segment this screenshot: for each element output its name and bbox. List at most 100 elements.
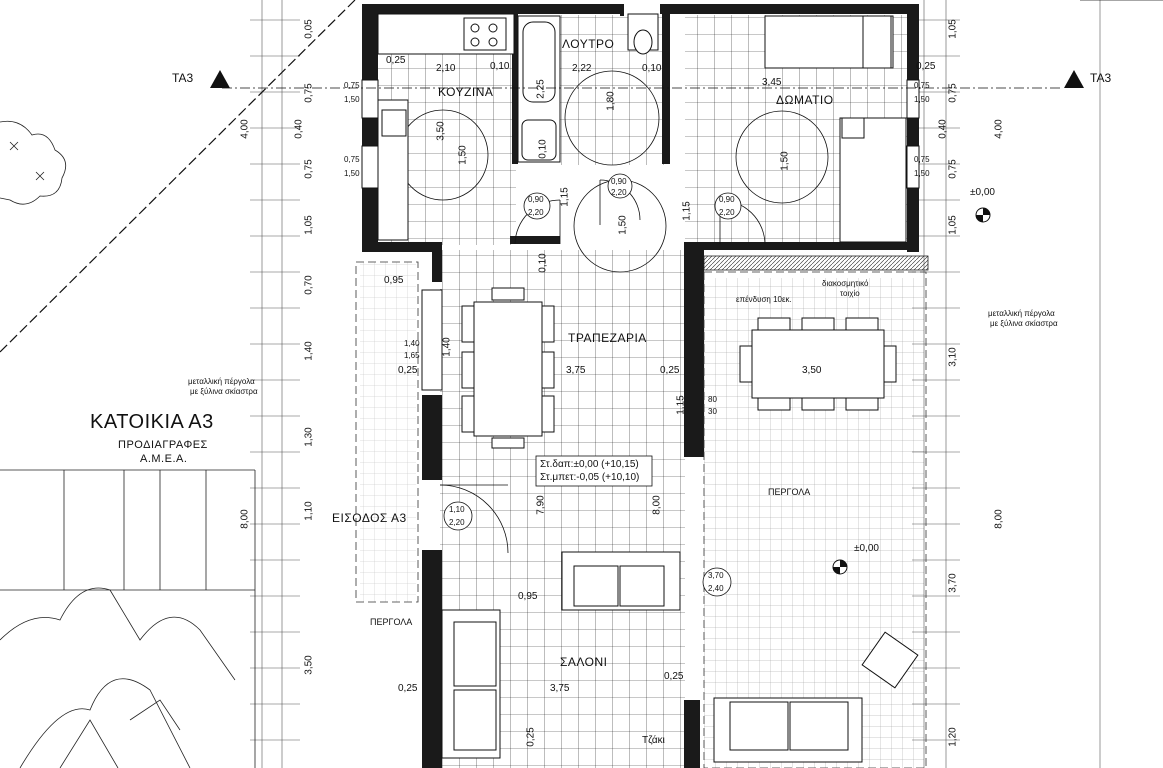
dim-label: 0,25 bbox=[660, 365, 680, 376]
section-marker-left-icon bbox=[210, 70, 230, 88]
vdim-label: 8,00 bbox=[993, 509, 1005, 529]
vdim-label: 1,15 bbox=[559, 187, 571, 207]
dim-label: 0,25 bbox=[398, 365, 418, 376]
dining-table bbox=[461, 287, 555, 449]
dim-label: 80 bbox=[708, 395, 717, 404]
paving-grid bbox=[250, 0, 1101, 768]
dim-label: 3,50 bbox=[802, 365, 822, 376]
dim-label: 2,10 bbox=[436, 63, 456, 74]
vdim-label: 4,00 bbox=[239, 119, 251, 139]
note-pergola-left: μεταλλική πέργολα bbox=[188, 377, 255, 386]
bathroom-fixtures bbox=[517, 13, 659, 163]
decorative-wall bbox=[703, 255, 929, 271]
level-mark-1: ±0,00 bbox=[970, 187, 995, 198]
dim-label: 0,75 bbox=[344, 155, 360, 164]
door-tag-5-width: 3,70 bbox=[708, 571, 724, 580]
dim-label: 0,10 bbox=[642, 63, 662, 74]
level-marker-icon bbox=[832, 207, 991, 575]
vdim-label: 0,75 bbox=[303, 83, 315, 103]
dim-label: 0,25 bbox=[398, 683, 418, 694]
windows bbox=[361, 79, 920, 391]
garden-area bbox=[0, 469, 256, 768]
vdim-label: 1,80 bbox=[605, 91, 617, 111]
label-pergola-right: ΠΕΡΓΟΛΑ bbox=[768, 487, 811, 497]
door-tag-4-height: 2,20 bbox=[449, 518, 465, 527]
vdim-label: 1,05 bbox=[947, 215, 959, 235]
door-tag-5-height: 2,40 bbox=[708, 584, 724, 593]
dim-label: 0,75 bbox=[914, 81, 930, 90]
entrance-pergola-floor bbox=[360, 262, 416, 602]
project-subtitle-2: Α.Μ.Ε.Α. bbox=[140, 453, 188, 465]
level-mark-2: ±0,00 bbox=[854, 543, 879, 554]
vdim-label: 1,20 bbox=[947, 727, 959, 747]
note-pergola-right: μεταλλική πέργολα bbox=[988, 309, 1055, 318]
vdim-label: 1,50 bbox=[779, 151, 791, 171]
dim-label: 1,50 bbox=[914, 95, 930, 104]
vdim-label: 8,00 bbox=[239, 509, 251, 529]
door-tag-4-width: 1,10 bbox=[449, 505, 465, 514]
vdim-label: 1,50 bbox=[457, 145, 469, 165]
dim-label: 0,25 bbox=[386, 55, 406, 66]
room-living: ΣΑΛΟΝΙ bbox=[560, 655, 608, 669]
vdim-label: 1,40 bbox=[441, 337, 453, 357]
note-cladding: επένδυση 10εκ. bbox=[736, 295, 792, 304]
dim-label: 0,25 bbox=[664, 671, 684, 682]
door-tag-1-width: 0,90 bbox=[528, 195, 544, 204]
dim-label: 0,25 bbox=[916, 61, 936, 72]
section-label-right: ΤΑ3 bbox=[1090, 71, 1112, 85]
dim-label: 3,45 bbox=[762, 77, 782, 88]
room-bathroom: ΛΟΥΤΡΟ bbox=[562, 37, 615, 51]
vdim-label: 0,05 bbox=[303, 19, 315, 39]
vdim-label: 1,30 bbox=[303, 427, 315, 447]
door-tag-1-height: 2,20 bbox=[528, 208, 544, 217]
dim-label: 1,50 bbox=[344, 169, 360, 178]
vdim-label: 8,00 bbox=[651, 495, 663, 515]
label-pergola-left: ΠΕΡΓΟΛΑ bbox=[370, 617, 413, 627]
note-pergola-right-2: με ξύλινα σκίαστρα bbox=[990, 319, 1058, 328]
dim-label: 3,75 bbox=[566, 365, 586, 376]
vdim-label: 3,70 bbox=[947, 573, 959, 593]
vdim-label: 1,10 bbox=[303, 501, 315, 521]
pergola-outline bbox=[355, 261, 927, 768]
tree-icon bbox=[0, 120, 67, 205]
note-decorative-wall-2: τοιχίο bbox=[840, 289, 860, 298]
room-bedroom: ΔΩΜΑΤΙΟ bbox=[776, 93, 834, 107]
vdim-label: 0,25 bbox=[525, 727, 537, 747]
vdim-label: 0,75 bbox=[947, 159, 959, 179]
dim-label: 0,95 bbox=[518, 591, 538, 602]
walls bbox=[362, 4, 919, 768]
vdim-label: 3,10 bbox=[947, 347, 959, 367]
door-tag-3-width: 0,90 bbox=[611, 177, 627, 186]
dim-label: 1,50 bbox=[344, 95, 360, 104]
project-title: ΚΑΤΟΙΚΙΑ Α3 bbox=[90, 411, 214, 433]
note-decorative-wall: διακοσμητικό bbox=[822, 279, 869, 288]
dim-label: 1,65 bbox=[404, 351, 420, 360]
note-pergola-left-2: με ξύλινα σκίαστρα bbox=[190, 387, 258, 396]
dim-label: 0,75 bbox=[914, 155, 930, 164]
vdim-label: 1,40 bbox=[303, 341, 315, 361]
vdim-label: 0,70 bbox=[303, 275, 315, 295]
vdim-label: 4,00 bbox=[993, 119, 1005, 139]
level-floor: Στ.δαπ:±0,00 (+10,15) bbox=[540, 459, 639, 470]
dim-label: 1,40 bbox=[404, 339, 420, 348]
vdim-label: 7,90 bbox=[535, 495, 547, 515]
door-tags bbox=[443, 173, 742, 597]
dim-label: 0,75 bbox=[344, 81, 360, 90]
level-slab: Στ.μπετ:-0,05 (+10,10) bbox=[540, 472, 640, 483]
room-dining: ΤΡΑΠΕΖΑΡΙΑ bbox=[568, 331, 647, 345]
dim-label: 0,10 bbox=[490, 61, 510, 72]
vdim-label: 0,10 bbox=[537, 139, 549, 159]
room-kitchen: ΚΟΥΖΙΝΑ bbox=[438, 85, 494, 99]
section-marker-right-icon bbox=[1064, 70, 1084, 88]
label-fireplace: Τζάκι bbox=[642, 735, 665, 746]
vdim-label: 1,05 bbox=[303, 215, 315, 235]
kitchen-fixtures bbox=[377, 13, 515, 241]
vdim-label: 0,75 bbox=[947, 83, 959, 103]
vdim-label: 3,50 bbox=[303, 655, 315, 675]
dim-label: 30 bbox=[708, 407, 717, 416]
vdim-label: 0,40 bbox=[293, 119, 305, 139]
vdim-label: 1,05 bbox=[947, 19, 959, 39]
room-entrance: ΕΙΣΟΔΟΣ Α3 bbox=[332, 511, 407, 525]
vdim-label: 3,50 bbox=[435, 121, 447, 141]
